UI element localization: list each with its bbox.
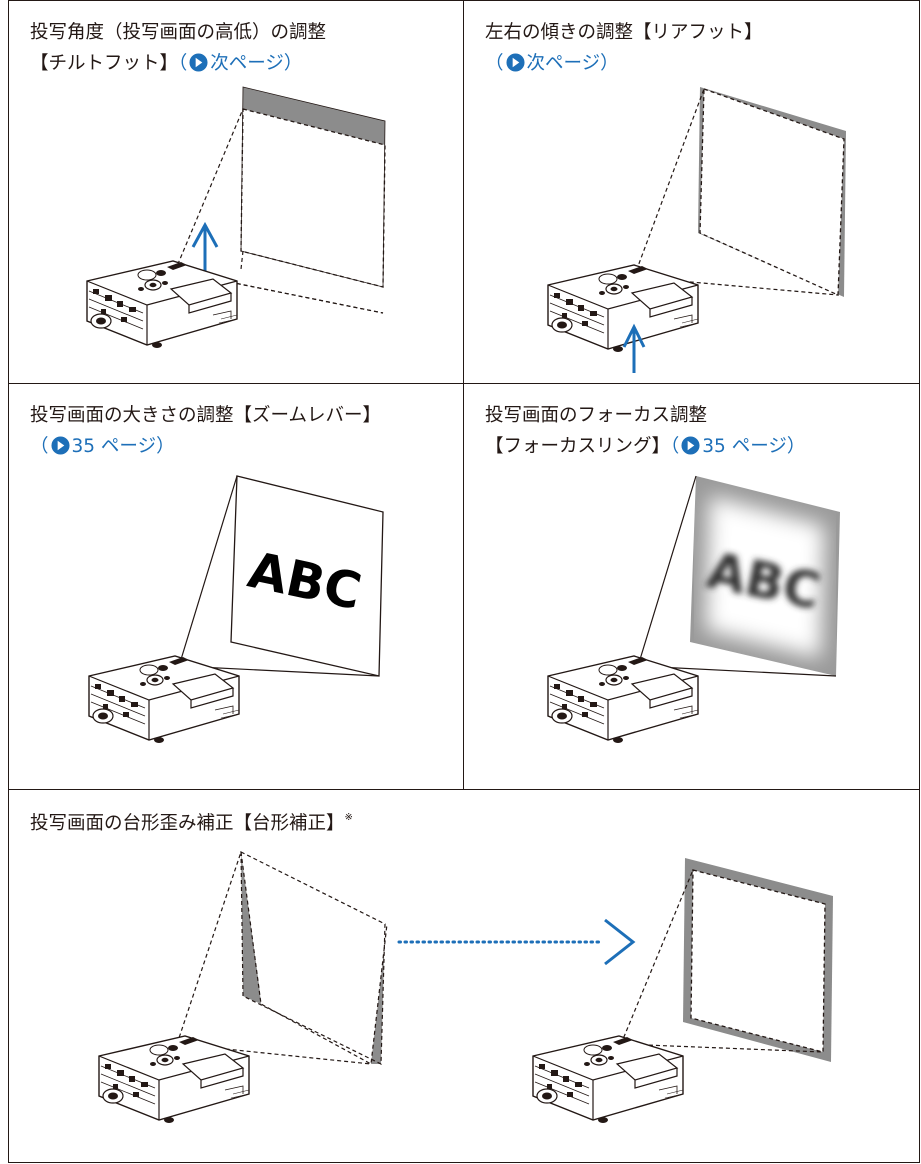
page-link[interactable]: （ 35 ページ）	[670, 436, 805, 457]
adjustment-grid: 投写角度（投写画面の高低）の調整 【チルトフット】（次ページ） 左右の傾きの調整…	[8, 0, 920, 1163]
page-link-arrow-icon	[681, 436, 700, 455]
page-link-text: 35 ページ）	[702, 436, 806, 457]
panel-heading: 投写画面のフォーカス調整 【フォーカスリング】（ 35 ページ）	[485, 400, 805, 462]
right-chevron-icon	[604, 918, 636, 966]
rear-foot-illustration	[547, 87, 846, 373]
heading-line-2: （ 次ページ）	[485, 48, 763, 79]
zoom-illustration: ABC	[88, 475, 384, 744]
projector-icon	[547, 655, 699, 744]
panel-heading: 投写画面の台形歪み補正【台形補正】※	[30, 802, 353, 834]
tilt-illustration	[86, 86, 386, 349]
heading-bracket-label: 【フォーカスリング】	[485, 436, 671, 457]
projector-icon	[547, 264, 699, 353]
projector-icon	[88, 655, 240, 744]
page-link[interactable]: （ 次ページ）	[178, 53, 302, 74]
heading-bracket-label: 【チルトフット】	[30, 53, 179, 74]
page-link-open: （	[30, 436, 49, 457]
page-link-arrow-icon	[50, 436, 70, 455]
projector-icon	[86, 260, 238, 349]
heading-line-2: （ 35 ページ）	[30, 431, 381, 462]
page-link-text: 次ページ）	[526, 53, 619, 74]
panel-rear-foot: 左右の傾きの調整【リアフット】 （ 次ページ）	[463, 0, 920, 384]
page-link-arrow-icon	[189, 53, 208, 72]
page-link-arrow-icon	[505, 53, 525, 72]
page-link-text: 次ページ）	[210, 53, 303, 74]
heading-line-1: 投写画面のフォーカス調整	[485, 405, 708, 426]
note-mark: ※	[344, 812, 353, 823]
projected-screen	[700, 89, 844, 295]
up-arrow-icon	[622, 323, 646, 373]
heading-line-2: 【フォーカスリング】（ 35 ページ）	[485, 431, 805, 462]
heading-text: 投写画面の台形歪み補正【台形補正】	[30, 813, 345, 834]
heading-line-1: 投写画面の台形歪み補正【台形補正】※	[30, 802, 353, 834]
page-link[interactable]: （ 次ページ）	[485, 53, 619, 74]
projected-screen	[691, 870, 825, 1052]
projected-screen	[241, 852, 387, 1064]
page-link-text: 35 ページ）	[71, 436, 175, 457]
heading-line-2: 【チルトフット】（ 次ページ）	[30, 48, 326, 79]
panel-heading: 投写画面の大きさの調整【ズームレバー】 （ 35 ページ）	[30, 400, 381, 462]
panel-focus-ring: 投写画面のフォーカス調整 【フォーカスリング】（ 35 ページ） ABC	[463, 383, 920, 790]
panel-tilt-foot: 投写角度（投写画面の高低）の調整 【チルトフット】（ 次ページ）	[8, 0, 464, 384]
heading-line-1: 左右の傾きの調整【リアフット】	[485, 22, 763, 43]
focus-illustration: ABC	[547, 475, 840, 744]
projector-icon	[98, 1035, 250, 1124]
heading-line-1: 投写画面の大きさの調整【ズームレバー】	[30, 405, 381, 426]
panel-keystone: 投写画面の台形歪み補正【台形補正】※	[8, 789, 920, 1163]
page-link-open: （	[485, 53, 504, 74]
panel-heading: 左右の傾きの調整【リアフット】 （ 次ページ）	[485, 17, 763, 79]
page-link-open: （	[670, 436, 680, 457]
panel-heading: 投写角度（投写画面の高低）の調整 【チルトフット】（ 次ページ）	[30, 17, 326, 79]
projector-icon	[532, 1035, 684, 1124]
heading-line-1: 投写角度（投写画面の高低）の調整	[30, 22, 327, 43]
panel-zoom-lever: 投写画面の大きさの調整【ズームレバー】 （ 35 ページ） ABC	[8, 383, 464, 790]
page-link-open: （	[178, 53, 188, 74]
page-link[interactable]: （ 35 ページ）	[30, 436, 175, 457]
projected-screen	[241, 109, 385, 287]
keystone-illustration	[98, 851, 833, 1124]
